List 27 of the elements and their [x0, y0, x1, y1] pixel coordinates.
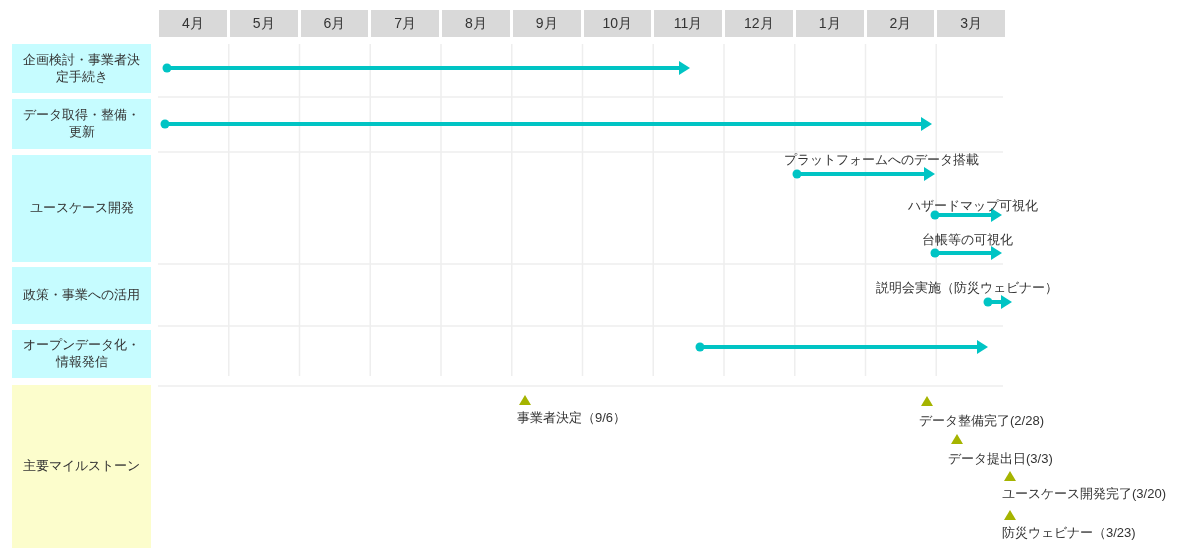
month-header: 9月 — [512, 10, 581, 37]
month-header: 4月 — [159, 10, 227, 37]
milestone-label: 事業者決定（9/6） — [517, 409, 627, 427]
task-label: ハザードマップ可視化 — [908, 197, 1038, 215]
category-header: 企画検討・事業者決定手続き — [12, 44, 151, 93]
category-header: 主要マイルストーン — [12, 385, 151, 548]
category-header: 政策・事業への活用 — [12, 267, 151, 324]
month-header: 5月 — [229, 10, 298, 37]
month-header: 2月 — [866, 10, 935, 37]
task-label: プラットフォームへのデータ搭載 — [784, 151, 979, 169]
milestone-label: データ整備完了(2/28) — [919, 412, 1044, 430]
month-header: 6月 — [300, 10, 369, 37]
milestone-label: 防災ウェビナー（3/23) — [1002, 524, 1136, 542]
milestone-label: データ提出日(3/3) — [948, 450, 1053, 468]
category-header: ユースケース開発 — [12, 155, 151, 262]
category-header: データ取得・整備・更新 — [12, 99, 151, 149]
task-label: 説明会実施（防災ウェビナー） — [876, 279, 1058, 297]
month-header: 7月 — [371, 10, 439, 37]
month-header: 8月 — [442, 10, 510, 37]
category-header: オープンデータ化・情報発信 — [12, 330, 151, 378]
month-header: 10月 — [583, 10, 652, 37]
month-header: 11月 — [654, 10, 722, 37]
milestone-label: ユースケース開発完了(3/20) — [1002, 485, 1166, 503]
month-header: 12月 — [725, 10, 793, 37]
month-header: 3月 — [937, 10, 1005, 37]
month-header: 1月 — [795, 10, 864, 37]
task-label: 台帳等の可視化 — [922, 231, 1013, 249]
